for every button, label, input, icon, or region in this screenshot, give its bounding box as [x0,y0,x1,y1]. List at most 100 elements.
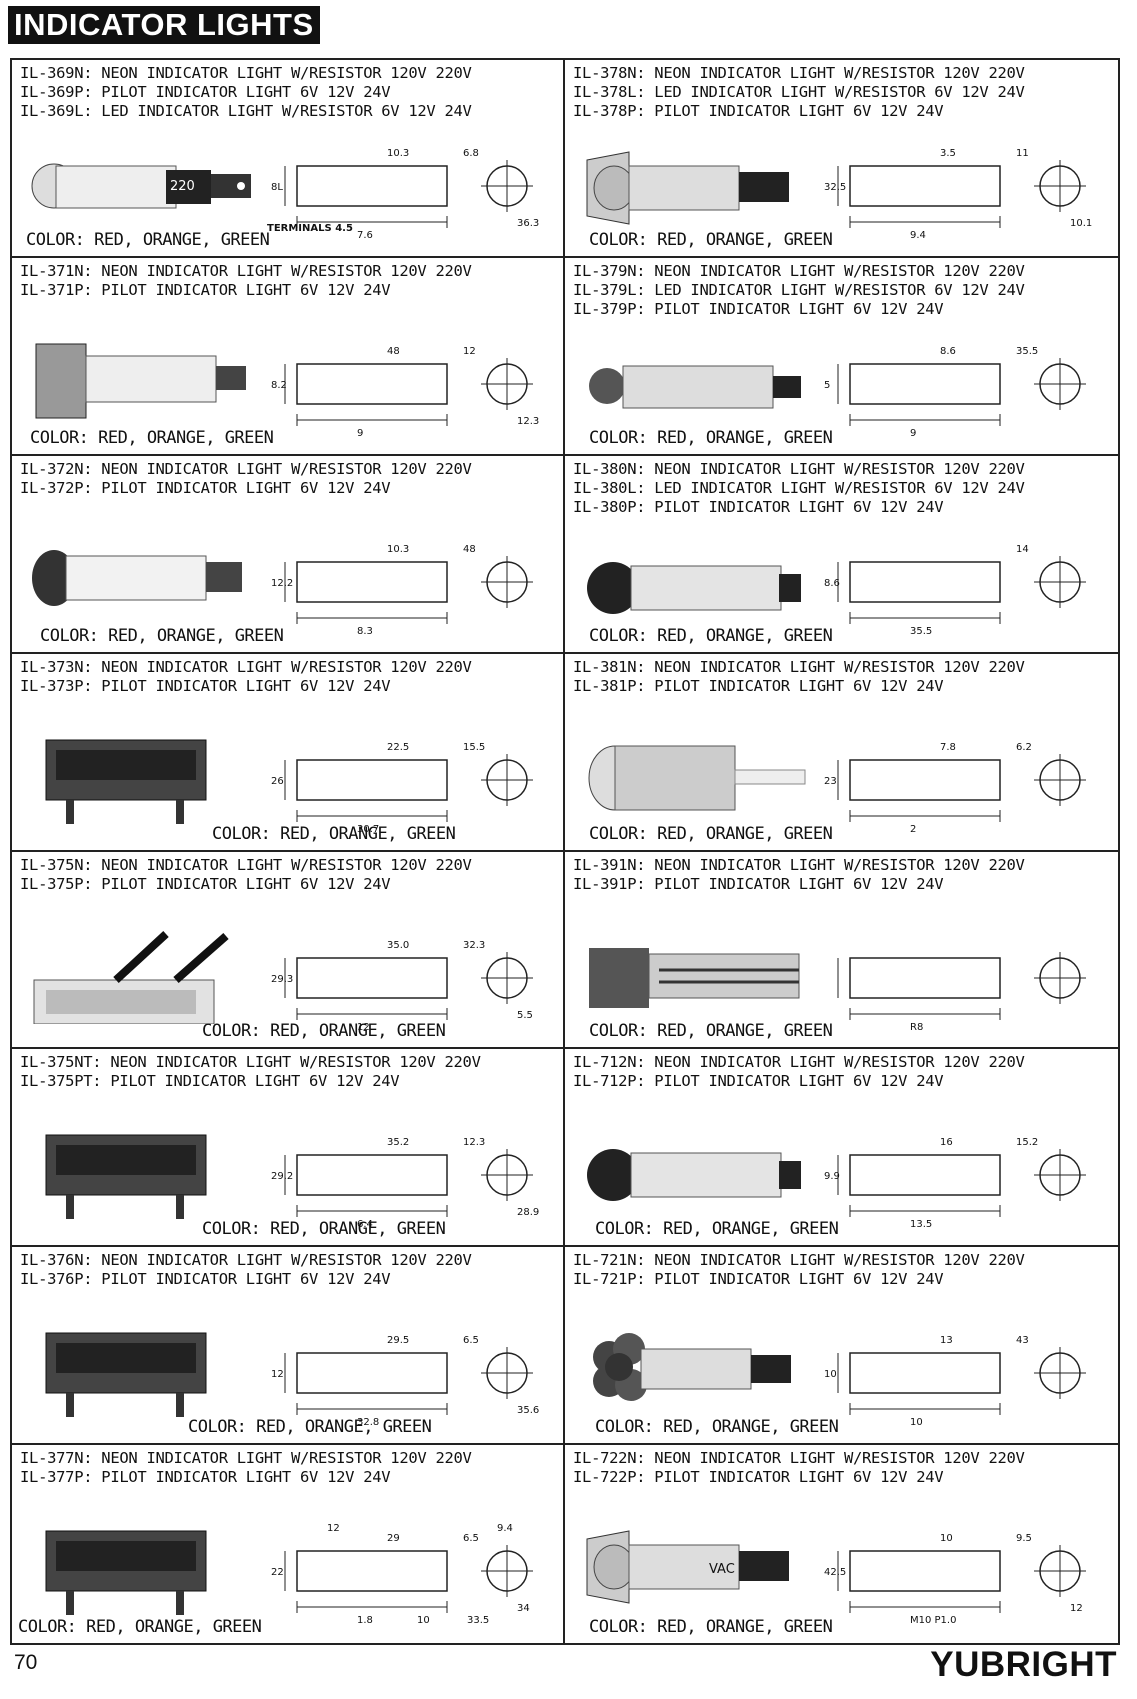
product-line: IL-373N: NEON INDICATOR LIGHT W/RESISTOR… [20,657,472,676]
dimension-label: 22.5 [387,742,409,753]
dimension-label: 48 [387,346,400,357]
product-photo [589,947,800,1008]
dimension-label: 6.2 [1016,742,1032,753]
dimension-label: 6.4 [357,1219,373,1230]
product-line: IL-712P: PILOT INDICATOR LIGHT 6V 12V 24… [573,1072,944,1091]
dimension-label: 35.5 [910,626,932,637]
dimension-label: 12 [327,1523,340,1534]
product-description: IL-379N: NEON INDICATOR LIGHT W/RESISTOR… [573,262,1112,319]
product-description: IL-375NT: NEON INDICATOR LIGHT W/RESISTO… [20,1053,557,1091]
product-description: IL-373N: NEON INDICATOR LIGHT W/RESISTOR… [20,658,557,696]
dimension-label: 22 [271,1567,284,1578]
product-line: IL-721P: PILOT INDICATOR LIGHT 6V 12V 24… [573,1270,944,1289]
dimension-label: 13.5 [910,1219,932,1230]
dimension-label: 35.6 [517,1405,539,1416]
dimension-label: 10.3 [387,148,409,159]
product-cell: IL-391N: NEON INDICATOR LIGHT W/RESISTOR… [565,852,1118,1050]
product-description: IL-381N: NEON INDICATOR LIGHT W/RESISTOR… [573,658,1112,696]
product-line: IL-372N: NEON INDICATOR LIGHT W/RESISTOR… [20,459,472,478]
dimension-label: 12 [271,1369,284,1380]
dimension-drawing: 935.558.6 [824,346,1086,439]
dimension-drawing: 6.412.329.235.228.9 [271,1137,539,1230]
product-cell: IL-379N: NEON INDICATOR LIGHT W/RESISTOR… [565,258,1118,456]
product-line: IL-380N: NEON INDICATOR LIGHT W/RESISTOR… [573,459,1025,478]
product-description: IL-378N: NEON INDICATOR LIGHT W/RESISTOR… [573,64,1112,121]
product-description: IL-712N: NEON INDICATOR LIGHT W/RESISTOR… [573,1053,1112,1091]
color-options: COLOR: RED, ORANGE, GREEN [589,427,833,448]
dimension-label: 35.5 [1016,346,1038,357]
dimension-label: 7.6 [357,230,373,241]
dimension-label: 33.5 [467,1615,489,1626]
product-cell: IL-380N: NEON INDICATOR LIGHT W/RESISTOR… [565,456,1118,654]
dimension-drawing: 13.5 15.2 9.9 16 [824,1137,1086,1230]
product-cell: IL-377N: NEON INDICATOR LIGHT W/RESISTOR… [12,1445,565,1643]
color-options: COLOR: RED, ORANGE, GREEN [595,1417,839,1438]
dimension-label: 9.5 [1016,1533,1032,1544]
dimension-label: 6.5 [463,1533,479,1544]
dimension-label: 8.3 [357,626,373,637]
dimension-label: 1.8 [357,1615,373,1626]
dimension-label: 12.3 [463,1137,485,1148]
dimension-label: 32.8 [357,1417,379,1428]
dimension-label: 15.2 [1016,1137,1038,1148]
dimension-label: 3.5 [940,148,956,159]
dimension-label: 16 [940,1137,953,1148]
dimension-label: 10 [417,1615,430,1626]
color-options: COLOR: RED, ORANGE, GREEN [589,1617,833,1637]
product-line: IL-378P: PILOT INDICATOR LIGHT 6V 12V 24… [573,102,944,120]
product-photo [32,549,242,606]
color-options: COLOR: RED, ORANGE, GREEN [18,1617,262,1637]
dimension-label: 29.2 [271,1171,293,1182]
product-line: IL-379N: NEON INDICATOR LIGHT W/RESISTOR… [573,261,1025,280]
product-description: IL-721N: NEON INDICATOR LIGHT W/RESISTOR… [573,1251,1112,1289]
dimension-label: 5 [824,380,830,391]
product-description: IL-375N: NEON INDICATOR LIGHT W/RESISTOR… [20,856,557,894]
page-number: 70 [14,1651,38,1674]
dimension-label: 29.3 [271,974,293,985]
dimension-label: 30.7 [357,824,379,835]
product-line: IL-371P: PILOT INDICATOR LIGHT 6V 12V 24… [20,280,391,299]
photo-label: VAC [709,1562,735,1577]
dimension-label: 13 [940,1335,953,1346]
product-photo: VAC [586,1530,789,1604]
product-line: IL-375PT: PILOT INDICATOR LIGHT 6V 12V 2… [20,1072,400,1091]
product-cell: IL-375N: NEON INDICATOR LIGHT W/RESISTOR… [12,851,565,1050]
color-options: COLOR: RED, ORANGE, GREEN [212,823,456,844]
dimension-label: 32.5 [824,182,846,193]
product-cell: IL-369N: NEON INDICATOR LIGHT W/RESISTOR… [12,60,565,258]
dimension-label: 35.2 [387,1137,409,1148]
dimension-drawing: 1.8 6.5 22 29 34 10 33.5 12 9.4 [271,1523,533,1626]
dimension-label: 5.5 [517,1010,533,1021]
product-line: IL-722N: NEON INDICATOR LIGHT W/RESISTOR… [573,1449,1025,1468]
dimension-label: 9.9 [824,1171,840,1182]
product-line: IL-375N: NEON INDICATOR LIGHT W/RESISTOR… [20,855,472,874]
product-cell: IL-371N: NEON INDICATOR LIGHT W/RESISTOR… [12,257,565,456]
product-line: IL-369P: PILOT INDICATOR LIGHT 6V 12V 24… [20,83,391,101]
dimension-label: 34 [517,1603,530,1614]
product-photo [588,745,806,811]
product-line: IL-375NT: NEON INDICATOR LIGHT W/RESISTO… [20,1053,481,1072]
dimension-label: 9.4 [497,1523,513,1534]
product-line: IL-375P: PILOT INDICATOR LIGHT 6V 12V 24… [20,874,391,893]
dimension-label: 36.3 [517,218,539,229]
product-photo [45,739,207,824]
photo-label: 220 [170,179,195,194]
product-description: IL-722N: NEON INDICATOR LIGHT W/RESISTOR… [573,1449,1112,1487]
product-photo [35,343,246,419]
product-photo [587,561,801,614]
product-line: IL-369L: LED INDICATOR LIGHT W/RESISTOR … [20,102,472,120]
product-description: IL-369N: NEON INDICATOR LIGHT W/RESISTOR… [20,64,557,121]
color-options: COLOR: RED, ORANGE, GREEN [589,823,833,844]
product-photo [33,930,229,1024]
dimension-label: 9 [357,428,363,439]
dimension-drawing: R8 [837,951,1086,1033]
product-line: IL-380L: LED INDICATOR LIGHT W/RESISTOR … [573,478,1025,497]
product-line: IL-379P: PILOT INDICATOR LIGHT 6V 12V 24… [573,299,944,318]
dimension-label: 29 [387,1533,400,1544]
